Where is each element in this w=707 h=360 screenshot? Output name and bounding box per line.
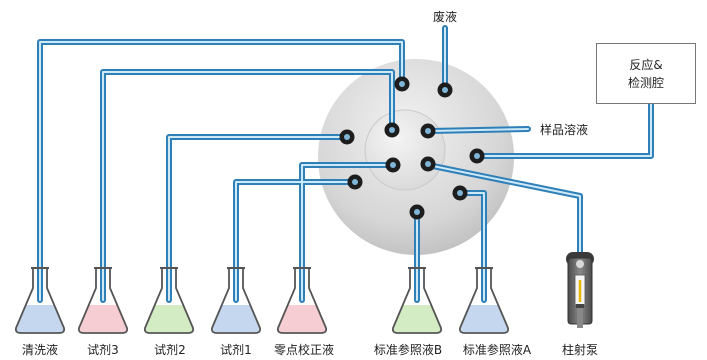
flask-std-b-icon (391, 267, 443, 334)
std-b-label: 标准参照液B (373, 343, 443, 357)
reagent2-label: 试剂2 (154, 343, 186, 357)
port-reagent1 (347, 174, 363, 190)
flask-reagent3-icon (77, 267, 129, 334)
std-a-label: 标准参照液A (462, 343, 532, 357)
wash-label: 清洗液 (21, 343, 59, 357)
port-std-b (409, 204, 425, 220)
reagent3-label: 试剂3 (87, 343, 119, 357)
flask-zero-icon (276, 267, 328, 334)
port-waste (437, 82, 453, 98)
reagent1-label: 试剂1 (220, 343, 252, 357)
port-pump (420, 156, 436, 172)
sample-label: 样品溶液 (540, 123, 589, 137)
reaction-label-line2: 检测腔 (627, 75, 664, 90)
reaction-detection-chamber: 反应& 检测腔 (596, 43, 696, 104)
flask-reagent2-icon (143, 267, 195, 334)
port-zero (385, 157, 401, 173)
port-std-a (452, 185, 468, 201)
flask-wash-icon (14, 267, 66, 334)
pump-label: 柱射泵 (561, 343, 599, 357)
port-sample (420, 123, 436, 139)
port-reagent3 (384, 122, 400, 138)
syringe-pump-icon (566, 252, 594, 328)
waste-label: 废液 (432, 10, 458, 24)
port-wash (394, 76, 410, 92)
valve-ports (339, 76, 485, 220)
port-reaction (469, 148, 485, 164)
port-reagent2 (339, 129, 355, 145)
zero-label: 零点校正液 (273, 343, 335, 357)
reaction-label-line1: 反应& (629, 57, 663, 72)
flask-std-a-icon (458, 267, 510, 334)
flask-reagent1-icon (210, 267, 262, 334)
